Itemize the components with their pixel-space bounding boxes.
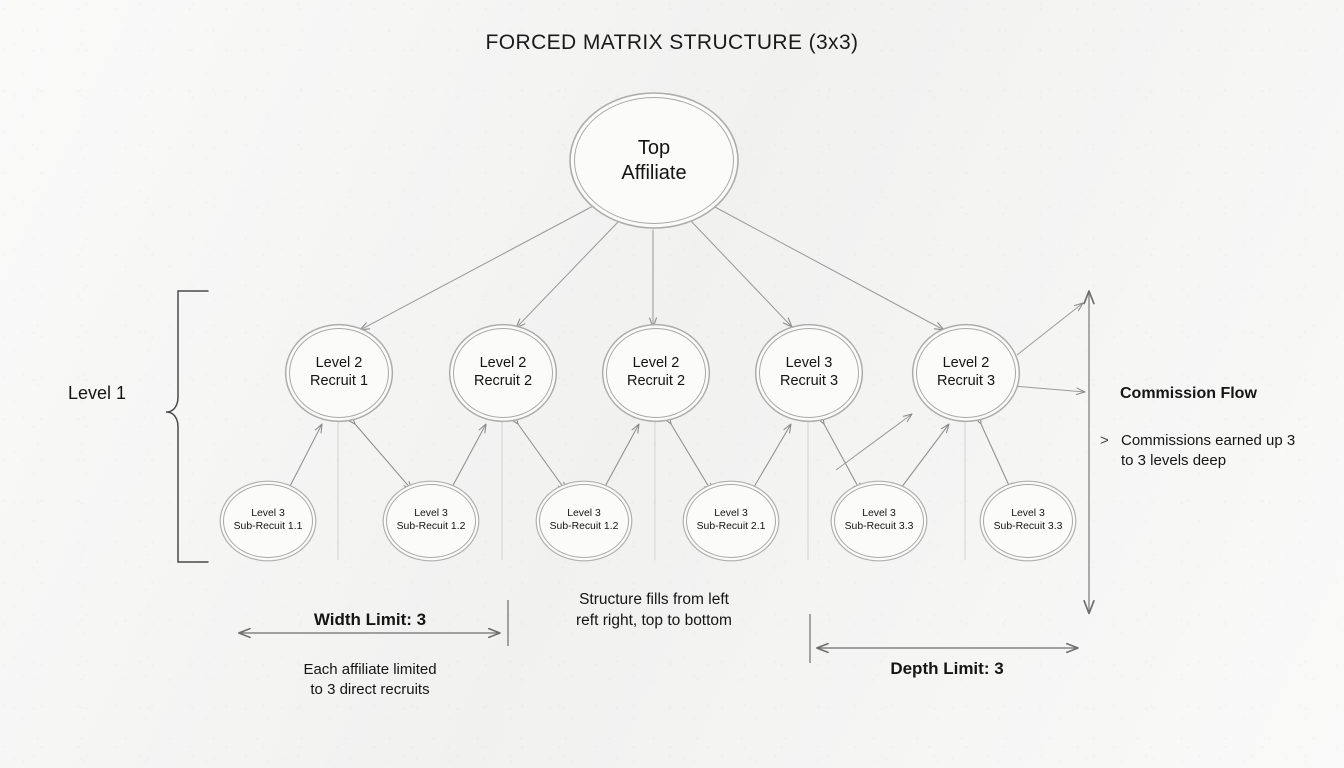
node-label-line1: Top	[637, 137, 671, 160]
node-label-line1: Level 3	[567, 508, 601, 520]
node-label-line2: Recruit 3	[936, 373, 996, 389]
node-label-line2: Sub-Recuit 1.2	[549, 521, 619, 532]
node-label-line1: Level 2	[942, 355, 990, 372]
node-label-line1: Level 2	[315, 355, 363, 372]
commission-flow-note: Commissions earned up 3 to 3 levels deep	[1121, 432, 1296, 469]
node-label-line2: Recruit 3	[779, 373, 839, 389]
root-to-level2-arrows	[359, 204, 945, 331]
commission-flow-title: Commission Flow	[1120, 385, 1257, 402]
node-label-line2: Affiliate	[621, 161, 687, 184]
depth-limit-measure	[809, 614, 1079, 663]
width-limit-note: Each affiliate limited to 3 direct recru…	[303, 661, 437, 698]
node-level2-2[interactable]: Level 2 Recruit 2	[453, 328, 553, 418]
level1-bracket-label: Level 1	[68, 383, 127, 403]
node-label-line2: Sub-Recuit 3.3	[844, 521, 914, 532]
node-label-line1: Level 3	[414, 508, 448, 520]
depth-limit-label: Depth Limit: 3	[890, 659, 1004, 678]
node-level3-6[interactable]: Level 3 Sub-Recuit 3.3	[983, 484, 1073, 558]
node-label-line2: Recruit 1	[309, 373, 369, 389]
node-label-line1: Level 2	[632, 355, 680, 372]
node-label-line1: Level 3	[862, 508, 896, 520]
fill-order-note: Structure fills from left reft right, to…	[576, 591, 732, 629]
cross-link-arrow	[835, 413, 913, 471]
node-label-line2: Sub-Recuit 3.3	[993, 521, 1063, 532]
width-limit-measure	[238, 600, 509, 646]
node-level2-3[interactable]: Level 2 Recruit 2	[606, 328, 706, 418]
node-top-affiliate[interactable]: Top Affiliate	[574, 97, 734, 224]
node-label-line2: Sub-Recuit 2.1	[696, 521, 766, 532]
node-level3-4[interactable]: Level 3 Sub-Recuit 2.1	[686, 484, 776, 558]
node-level2-5[interactable]: Level 2 Recruit 3	[916, 328, 1016, 418]
level2-level3-arrows	[279, 414, 1013, 502]
commission-out-arrows	[1012, 302, 1086, 396]
node-label-line1: Level 2	[479, 355, 527, 372]
node-label-line2: Sub-Recuit 1.2	[396, 521, 466, 532]
node-label-line1: Level 3	[1011, 508, 1045, 520]
width-limit-label: Width Limit: 3	[313, 610, 427, 629]
node-level3-3[interactable]: Level 3 Sub-Recuit 1.2	[539, 484, 629, 558]
node-level2-4[interactable]: Level 3 Recruit 3	[759, 328, 859, 418]
node-label-line2: Recruit 2	[473, 373, 533, 389]
node-label-line2: Sub-Recuit 1.1	[233, 521, 303, 532]
commission-bullet-marker: >	[1100, 432, 1109, 449]
node-label-line1: Level 3	[251, 508, 285, 520]
node-level3-1[interactable]: Level 3 Sub-Recuit 1.1	[223, 484, 313, 558]
node-level3-5[interactable]: Level 3 Sub-Recuit 3.3	[834, 484, 924, 558]
node-label-line1: Level 3	[785, 355, 833, 372]
node-level2-1[interactable]: Level 2 Recruit 1	[289, 328, 389, 418]
level1-brace	[165, 290, 209, 563]
node-label-line1: Level 3	[714, 508, 748, 520]
node-level3-2[interactable]: Level 3 Sub-Recuit 1.2	[386, 484, 476, 558]
diagram-title: FORCED MATRIX STRUCTURE (3x3)	[485, 31, 859, 54]
node-label-line2: Recruit 2	[626, 373, 686, 389]
